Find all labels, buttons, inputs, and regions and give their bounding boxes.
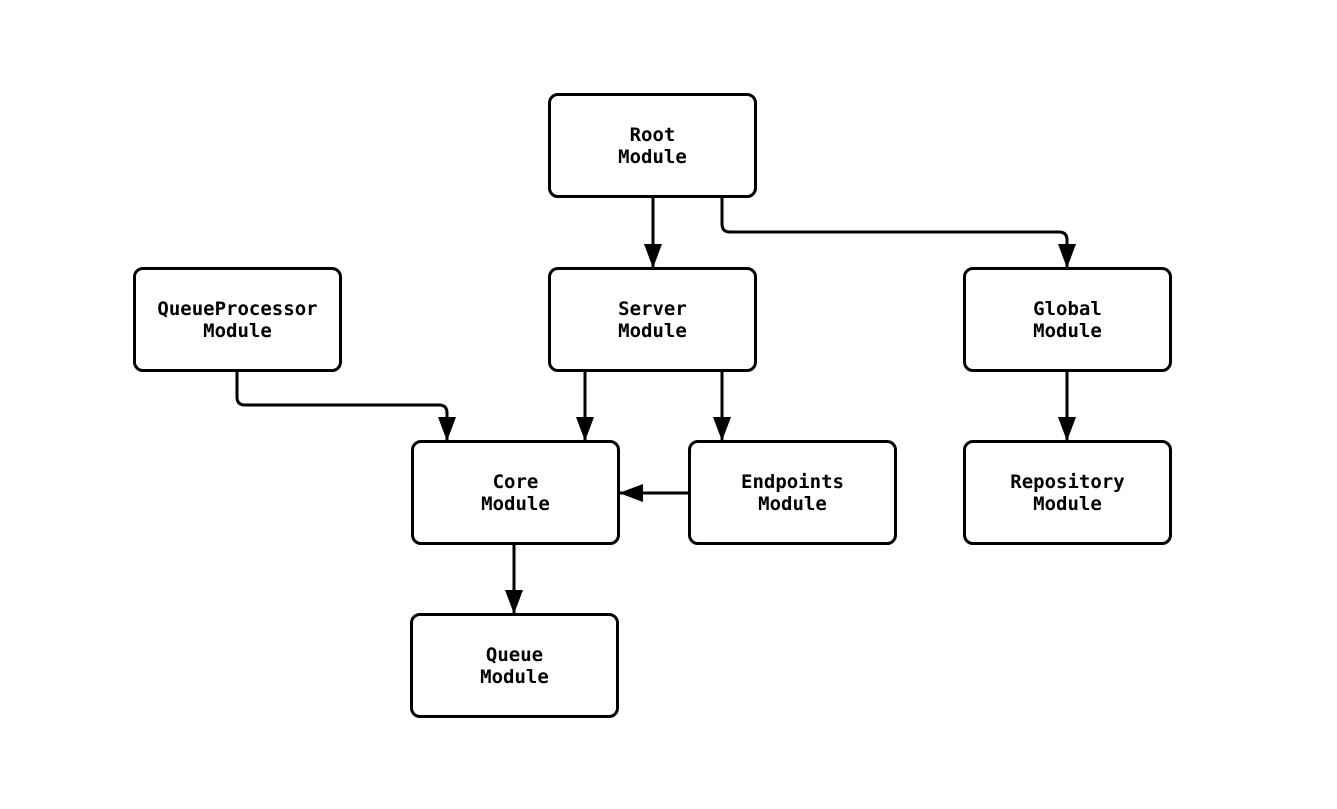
edge-queueprocessor-to-core xyxy=(235,372,456,441)
node-core-module-label: Core Module xyxy=(481,470,550,515)
node-server-module-label: Server Module xyxy=(618,297,687,342)
node-repository-module: Repository Module xyxy=(963,440,1172,545)
node-queue-module-label: Queue Module xyxy=(480,643,549,688)
node-global-module: Global Module xyxy=(963,267,1172,372)
node-queueprocessor-module-label: QueueProcessor Module xyxy=(157,297,318,342)
edge-root-to-global xyxy=(720,198,1076,268)
node-queueprocessor-module: QueueProcessor Module xyxy=(133,267,342,372)
node-global-module-label: Global Module xyxy=(1033,297,1102,342)
node-endpoints-module-label: Endpoints Module xyxy=(741,470,844,515)
node-root-module-label: Root Module xyxy=(618,123,687,168)
node-queue-module: Queue Module xyxy=(410,613,619,718)
node-root-module: Root Module xyxy=(548,93,757,198)
node-endpoints-module: Endpoints Module xyxy=(688,440,897,545)
node-server-module: Server Module xyxy=(548,267,757,372)
node-core-module: Core Module xyxy=(411,440,620,545)
node-repository-module-label: Repository Module xyxy=(1010,470,1125,515)
